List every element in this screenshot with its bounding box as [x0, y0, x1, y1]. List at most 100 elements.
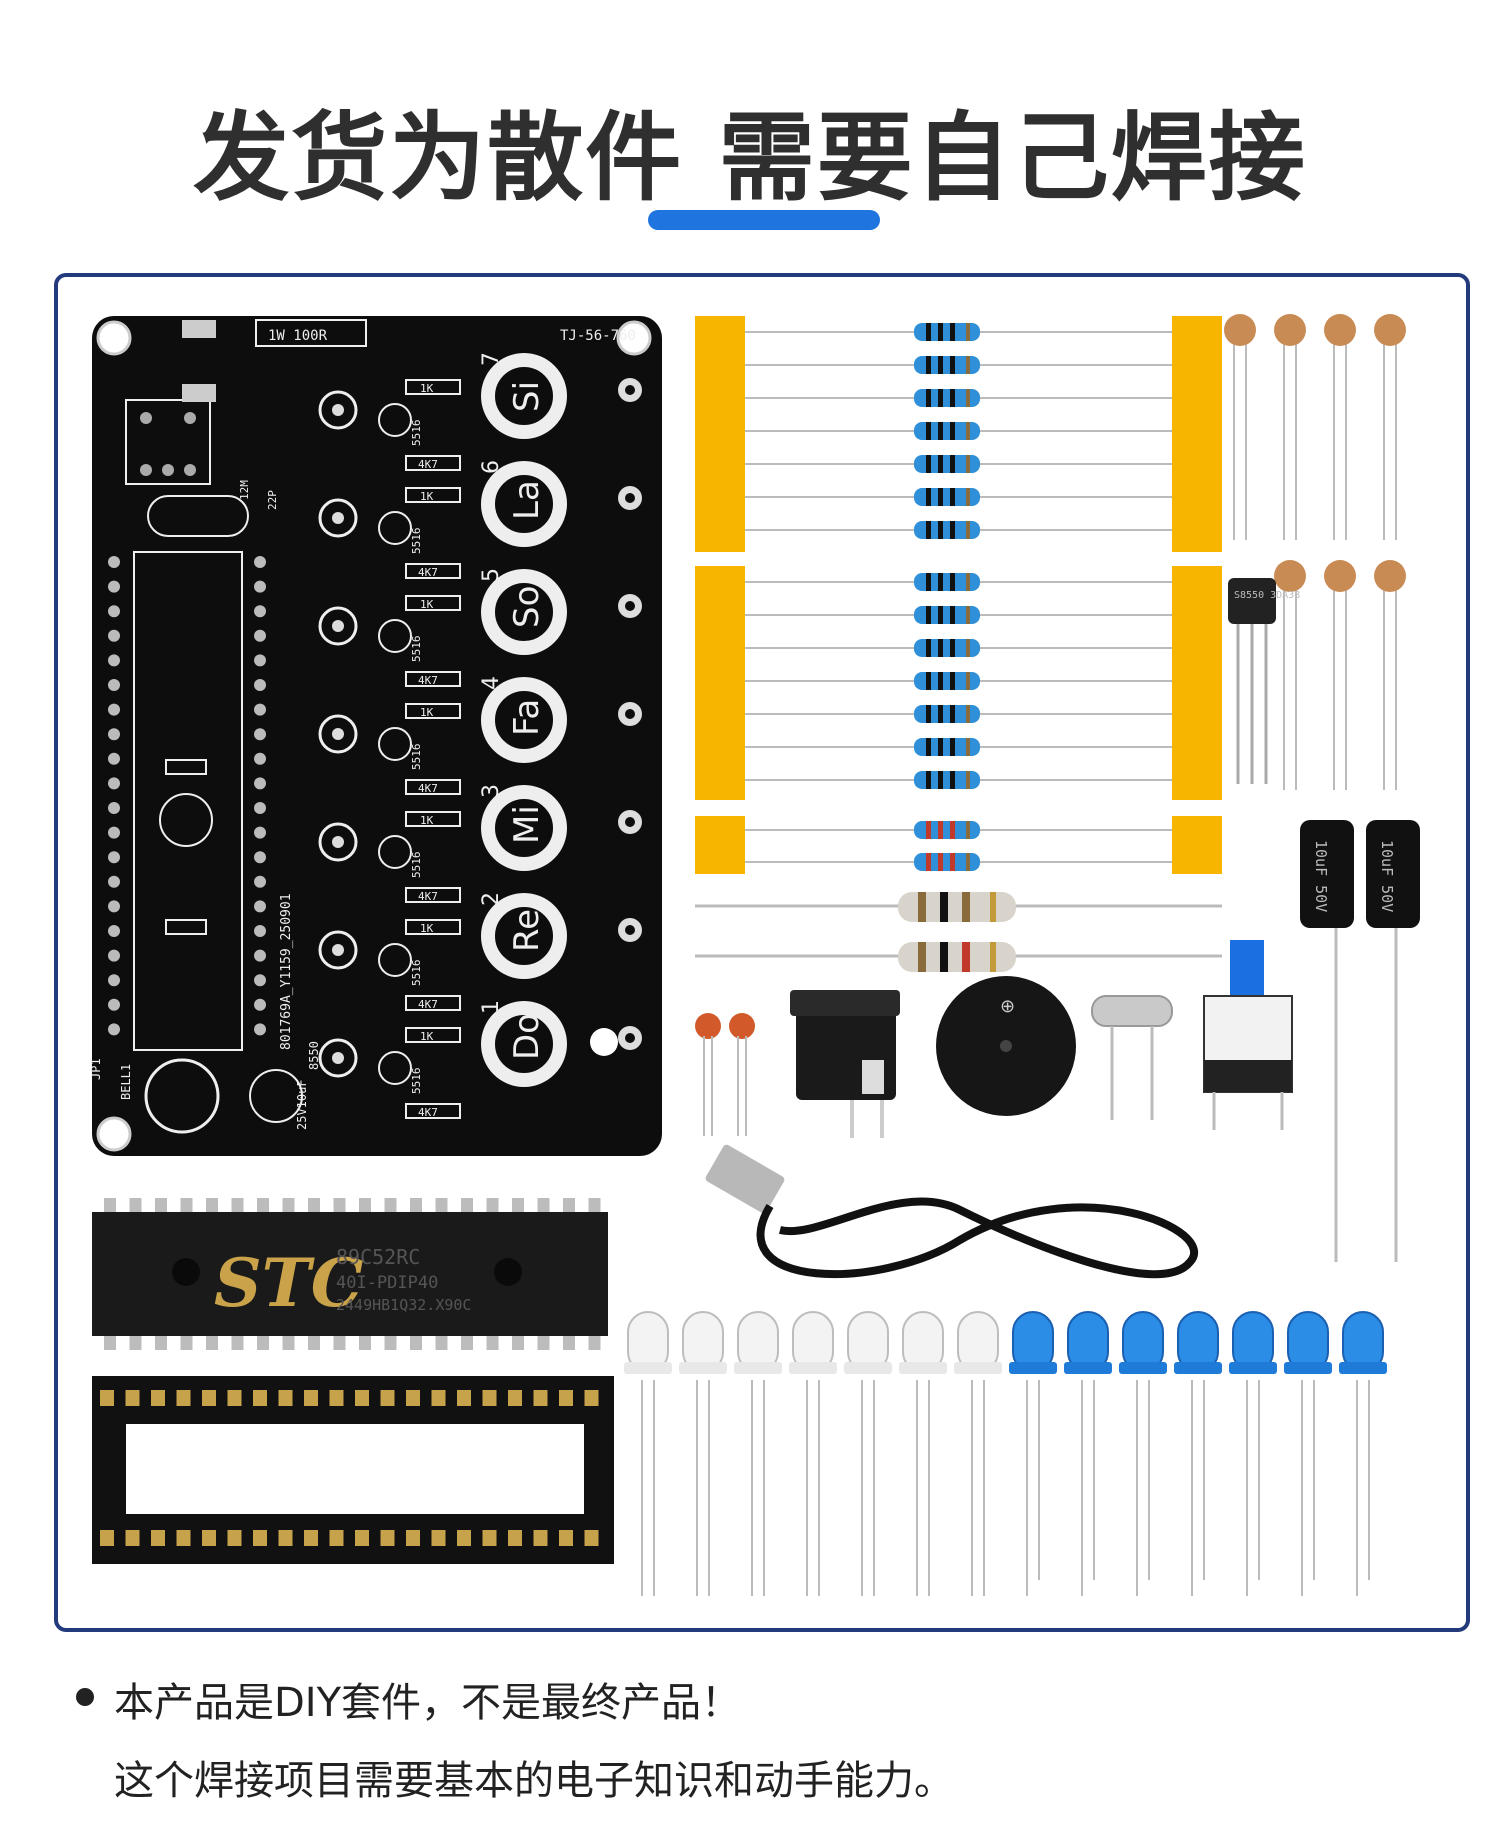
resistor-icon [914, 821, 980, 839]
note-key-number: 4 [479, 676, 504, 690]
chip-pin [588, 1334, 601, 1350]
socket-pin [304, 1530, 318, 1546]
note-key-ring [481, 461, 567, 547]
socket-pin [253, 1390, 267, 1406]
pcb-led-outline [318, 822, 358, 862]
resistor-strips [695, 316, 1222, 972]
resistor-band [926, 672, 931, 690]
socket-pin [176, 1530, 191, 1546]
resistor-band [938, 521, 943, 539]
resistor-band [938, 573, 943, 591]
note-key-ring [481, 677, 567, 763]
pin-pad [254, 802, 266, 814]
pin-pad [254, 851, 266, 864]
note-key-ring [481, 1001, 567, 1087]
led-rim [1339, 1362, 1387, 1374]
resistor-band [938, 356, 943, 374]
pcb-label-25v: 25V10uF [295, 1079, 309, 1130]
resistor-band [950, 356, 955, 374]
resistor-band [950, 821, 955, 839]
pin-pad [254, 826, 266, 839]
note-key-number: 3 [479, 784, 504, 798]
chip-brand: STC [214, 1244, 363, 1322]
capacitor-icon: 10uF 50V 10uF 50V [1300, 820, 1420, 1262]
bullet-dot [76, 1688, 94, 1706]
led-pad-hole [625, 1033, 635, 1043]
chip-pin [180, 1198, 193, 1214]
resistor-band [926, 422, 931, 440]
pcb-resistor-outline [405, 379, 461, 395]
pcb-resistor-label: 1K [420, 814, 434, 827]
pcb-led-outline [318, 714, 358, 754]
resistor-icon [914, 672, 980, 690]
resistor-icon [898, 942, 1016, 972]
resistor-icon [914, 705, 980, 723]
pin-pad [254, 580, 266, 593]
led-rim [844, 1362, 892, 1374]
pcb-resistor-outline [405, 455, 461, 471]
resistor-band [938, 323, 943, 341]
pcb-led-pad [332, 404, 344, 416]
resistor-band [938, 389, 943, 407]
led-pad-hole [625, 925, 635, 935]
chip-pin [410, 1198, 422, 1214]
socket-pin [202, 1530, 216, 1546]
led-rim [899, 1362, 947, 1374]
resistor-icon [914, 738, 980, 756]
pin-pad [254, 875, 266, 888]
pin-pad [254, 752, 266, 765]
resistor-band [966, 672, 970, 690]
pcb-led-outline [318, 390, 358, 430]
note-key-label: Si [507, 381, 547, 412]
pin-pad [108, 728, 120, 741]
led-pad-hole [625, 493, 635, 503]
chip-pin [435, 1334, 448, 1350]
socket-pin [431, 1530, 446, 1546]
note-key-number: 1 [479, 1000, 504, 1014]
chip-pin [257, 1334, 269, 1350]
chip-model: 89C52RC [336, 1245, 420, 1269]
socket-pin [584, 1390, 599, 1406]
ldr-icon [1274, 314, 1306, 346]
resistor-band [938, 488, 943, 506]
chip-pin [282, 1198, 295, 1214]
led-rim [954, 1362, 1002, 1374]
led-pad-hole [625, 709, 635, 719]
resistor-band [938, 422, 943, 440]
dc-jack-icon [790, 990, 900, 1138]
usb-cable-icon [705, 1144, 1199, 1279]
chip-package: 40I-PDIP40 [336, 1273, 438, 1293]
note-key-label: La [507, 480, 547, 520]
notice-line-1: 本产品是DIY套件，不是最终产品！ [114, 1680, 742, 1726]
pcb-led-pad [332, 728, 344, 740]
socket-pin [406, 1390, 420, 1406]
resistor-band [950, 455, 955, 473]
pcb-label-jp1: JP1 [89, 1058, 103, 1080]
socket-pin [278, 1530, 293, 1546]
resistor-band [938, 853, 943, 871]
chip-pin [384, 1334, 397, 1350]
svg-text:⊕: ⊕ [1000, 996, 1015, 1017]
pcb-led-outline [318, 1038, 358, 1078]
resistor-icon [914, 356, 980, 374]
chip-pin [410, 1334, 422, 1350]
led-rim [1009, 1362, 1057, 1374]
resistor-band [966, 639, 970, 657]
pcb-ldr-label: 5516 [410, 852, 423, 879]
resistor-band [938, 738, 943, 756]
resistor-band [926, 771, 931, 789]
ldr-icon [1224, 314, 1256, 346]
note-key-label: Mi [507, 805, 547, 844]
resistor-icon [914, 573, 980, 591]
pcb-resistor-label: 1K [420, 382, 434, 395]
socket-pin [151, 1390, 165, 1406]
chip-pin [104, 1198, 116, 1214]
pcb-resistor-outline [405, 1103, 461, 1119]
chip-pin [206, 1198, 218, 1214]
ic-socket [92, 1376, 614, 1564]
socket-pin [125, 1530, 140, 1546]
pin-pad [108, 925, 120, 937]
pcb-ldr-label: 5516 [410, 960, 423, 987]
led-rim [1119, 1362, 1167, 1374]
pin-pad [254, 925, 266, 937]
